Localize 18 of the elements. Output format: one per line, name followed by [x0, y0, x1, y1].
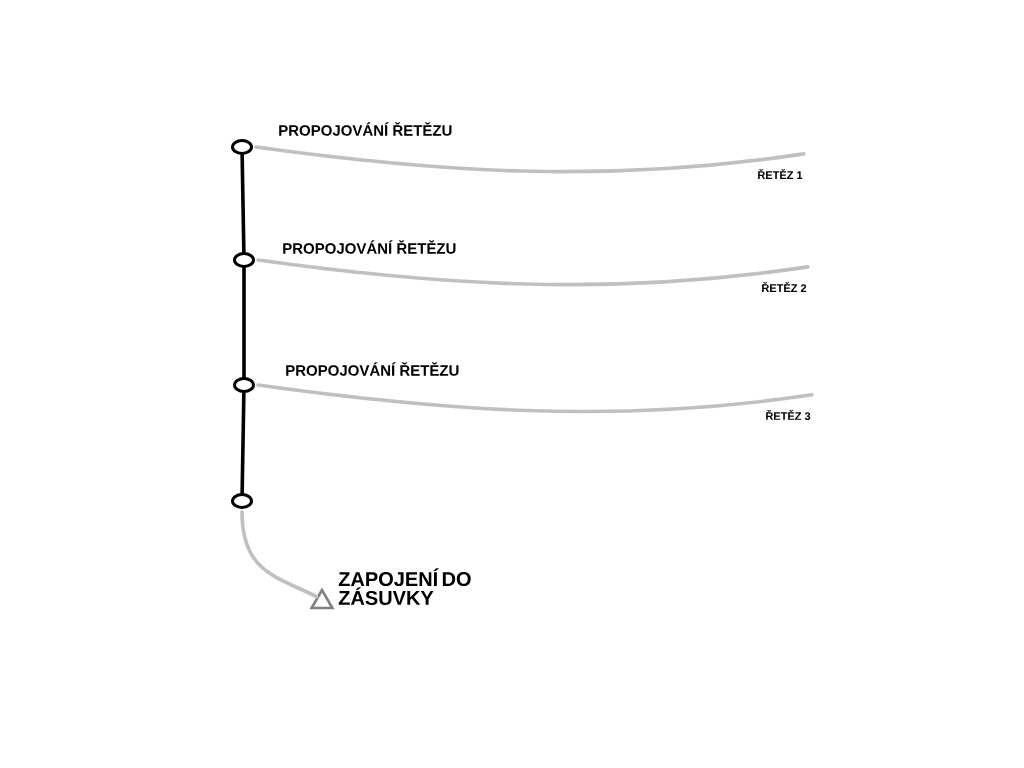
cable: [240, 391, 246, 495]
connector-ring: [231, 139, 253, 155]
cable: [240, 510, 319, 599]
connector-ring: [231, 493, 253, 509]
plug-caption: ZAPOJENÍ DO ZÁSUVKY: [338, 568, 471, 606]
cable: [256, 383, 814, 414]
strand-label: ŘETĚZ 2: [762, 282, 807, 292]
cable: [254, 145, 806, 174]
connector-ring: [233, 377, 255, 393]
cable: [256, 258, 810, 287]
joint-label: PROPOJOVÁNÍ ŘETĚZU: [286, 362, 459, 376]
cable: [242, 266, 246, 379]
joint-label: PROPOJOVÁNÍ ŘETĚZU: [279, 122, 452, 136]
joint-label: PROPOJOVÁNÍ ŘETĚZU: [283, 240, 456, 254]
strand-label: ŘETĚZ 1: [758, 169, 803, 179]
cable: [240, 153, 246, 254]
connector-ring: [233, 252, 255, 268]
strand-label: ŘETĚZ 3: [766, 410, 811, 420]
